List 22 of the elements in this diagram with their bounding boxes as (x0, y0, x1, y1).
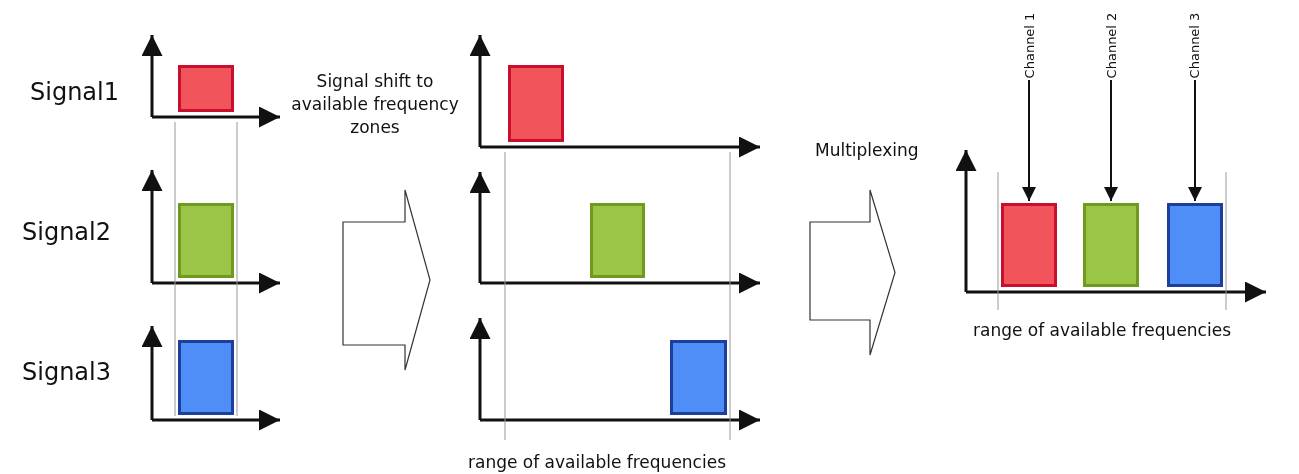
spectrum-bar (1001, 203, 1057, 287)
arrow (1022, 78, 1036, 202)
spectrum-bar (178, 203, 234, 278)
axis-label: range of available frequencies (973, 320, 1231, 340)
spectrum-bar (590, 203, 645, 278)
spectrum-bar (1167, 203, 1223, 287)
spectrum-bar (178, 65, 234, 112)
spectrum-bar (178, 340, 234, 415)
spectrum-bar (670, 340, 727, 415)
annotation-text: Signal shift to available frequency zones (290, 70, 460, 139)
channel-label: Channel 3 (1187, 12, 1203, 78)
annotation-text: Multiplexing (815, 140, 919, 160)
channel-label: Channel 2 (1104, 12, 1120, 78)
axis-label: range of available frequencies (468, 452, 726, 472)
signal-label: Signal2 (22, 218, 111, 246)
spectrum-bar (1083, 203, 1139, 287)
signal-label: Signal3 (22, 358, 111, 386)
arrow (1188, 78, 1202, 202)
spectrum-bar (508, 65, 564, 142)
signal-label: Signal1 (30, 78, 119, 106)
arrow (1104, 78, 1118, 202)
channel-label: Channel 1 (1022, 12, 1038, 78)
